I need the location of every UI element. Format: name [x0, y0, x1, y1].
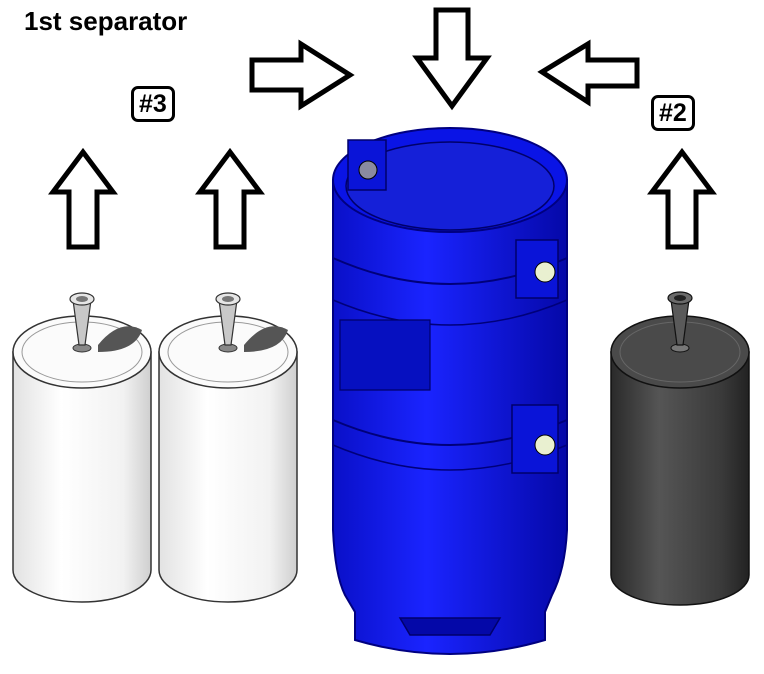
diagram-title: 1st separator [24, 6, 188, 36]
arrow-up-icon [48, 147, 118, 250]
white-filter-cartridge-1 [12, 292, 152, 603]
separator-housing [332, 127, 568, 655]
label-left-group: #3 [131, 86, 175, 122]
arrow-up-icon [195, 147, 265, 250]
label-right-group: #2 [651, 95, 695, 131]
arrow-up-icon [647, 147, 717, 250]
dark-filter-cartridge [610, 291, 750, 606]
arrow-left-icon [537, 39, 640, 107]
arrow-down-icon [412, 7, 492, 111]
white-filter-cartridge-2 [158, 292, 298, 603]
arrow-right-icon [249, 39, 355, 111]
